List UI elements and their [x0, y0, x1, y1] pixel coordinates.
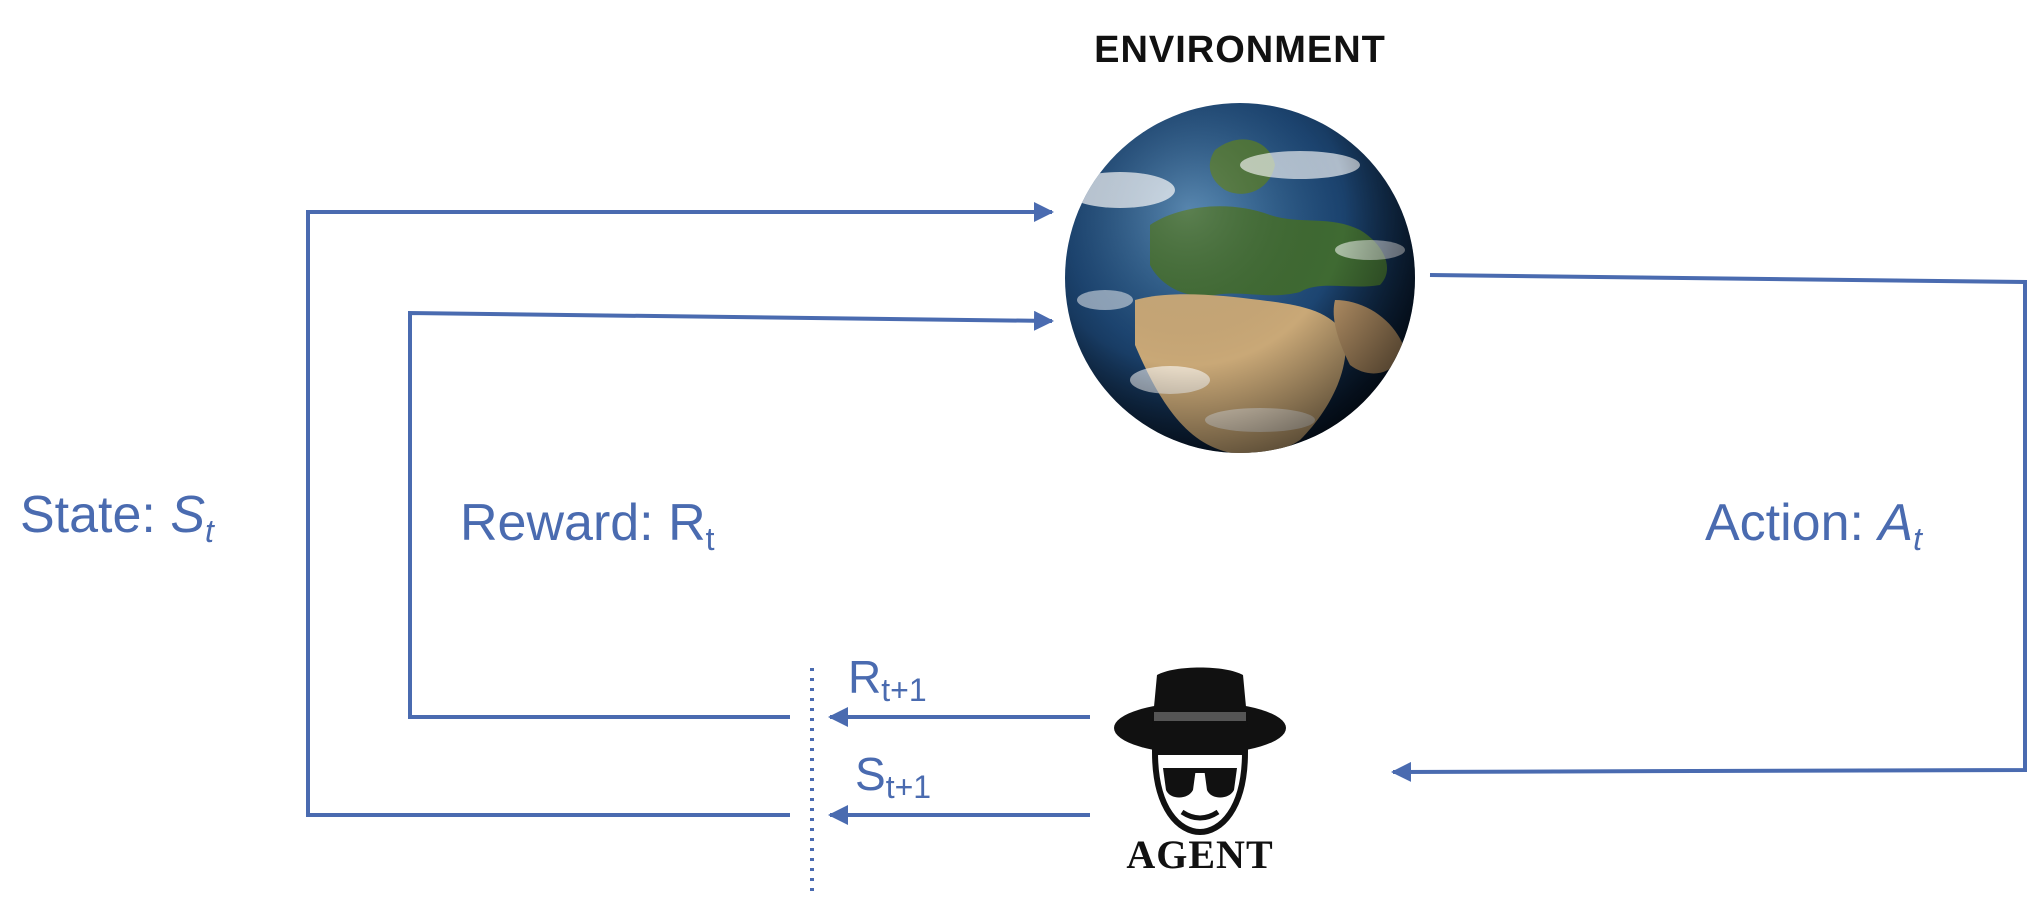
- action-loop-line: [1391, 273, 2027, 782]
- state-label: State: St: [20, 486, 215, 549]
- reward-label: Reward: Rt: [460, 494, 715, 557]
- state-loop-line: [306, 202, 1054, 817]
- next-reward-label: Rt+1: [848, 651, 927, 708]
- agent-title: AGENT: [1126, 832, 1273, 877]
- action-label: Action: At: [1705, 494, 1923, 557]
- reward-loop-line: [408, 310, 1054, 719]
- environment-title: ENVIRONMENT: [1094, 29, 1386, 71]
- agent-hat-glasses-icon: [1114, 667, 1286, 836]
- globe-icon: [1065, 103, 1415, 453]
- next-state-label: St+1: [855, 748, 931, 805]
